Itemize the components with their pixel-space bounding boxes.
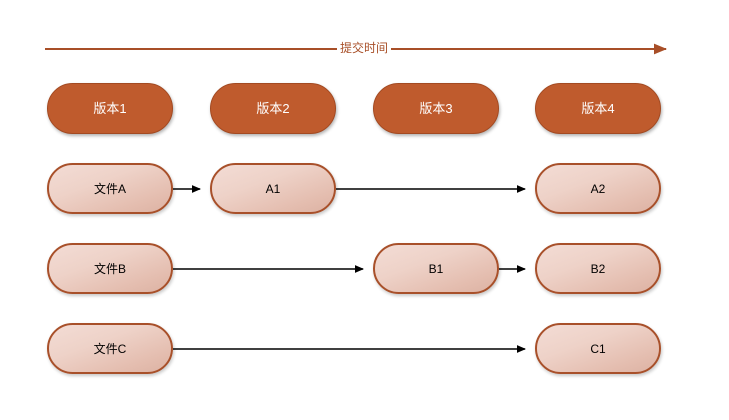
node-file-c[interactable]: 文件C: [47, 323, 173, 374]
node-a1-label: A1: [265, 181, 281, 196]
version-2[interactable]: 版本2: [210, 83, 336, 134]
version-3[interactable]: 版本3: [373, 83, 499, 134]
node-b2-label: B2: [590, 261, 606, 276]
node-b1[interactable]: B1: [373, 243, 499, 294]
node-file-a[interactable]: 文件A: [47, 163, 173, 214]
version-4[interactable]: 版本4: [535, 83, 661, 134]
node-file-b-label: 文件B: [93, 261, 126, 276]
version-4-label: 版本4: [581, 101, 615, 116]
version-2-label: 版本2: [256, 101, 290, 116]
node-c1-label: C1: [590, 341, 606, 356]
node-a1[interactable]: A1: [210, 163, 336, 214]
version-3-label: 版本3: [419, 101, 453, 116]
node-c1[interactable]: C1: [535, 323, 661, 374]
node-a2[interactable]: A2: [535, 163, 661, 214]
node-b2[interactable]: B2: [535, 243, 661, 294]
node-file-c-label: 文件C: [93, 341, 127, 356]
node-file-a-label: 文件A: [93, 181, 126, 196]
version-1-label: 版本1: [93, 101, 127, 116]
timeline-label: 提交时间: [336, 42, 392, 54]
node-a2-label: A2: [590, 181, 606, 196]
version-1[interactable]: 版本1: [47, 83, 173, 134]
node-file-b[interactable]: 文件B: [47, 243, 173, 294]
node-b1-label: B1: [428, 261, 444, 276]
